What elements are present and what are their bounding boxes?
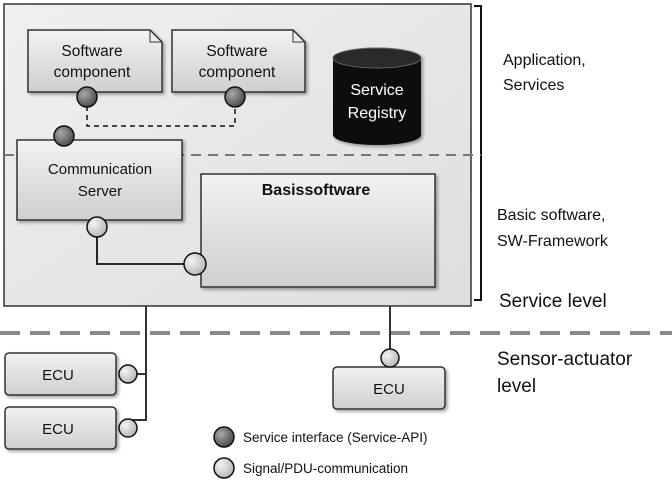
service-registry-line-2: Registry [348,105,407,122]
layer-label-application-line-1: Application, [503,52,586,69]
software-component-1-line-1: Software [61,43,122,60]
software-component-2-line-2: component [199,64,276,81]
basissoftware-box: Basissoftware [200,173,436,288]
service-registry: Service Registry [332,47,422,145]
legend-signal-pdu-label: Signal/PDU-communication [243,461,408,476]
signal-port-ecu-right [380,348,400,368]
signal-port-ecu-left-top [118,364,138,384]
service-interface-port-comm-server [53,125,75,147]
ecu-left-top: ECU [4,352,117,396]
communication-server-line-1: Communication [48,161,152,178]
layer-label-sensor-actuator-line-1: Sensor-actuator [497,349,633,370]
service-registry-line-1: Service [350,82,403,99]
layer-label-basic-software-line-1: Basic software, [497,207,605,224]
service-interface-port-sc2 [224,86,246,108]
bus-line-left [128,306,147,421]
ecu-right: ECU [332,366,446,410]
layer-label-basic-software-line-2: SW-Framework [497,233,609,250]
pdu-link-basis [96,228,195,265]
layer-label-service-level: Service level [499,291,607,312]
basissoftware-label: Basissoftware [262,182,371,199]
layer-label-sensor-actuator-line-2: level [497,376,536,397]
signal-port-comm-server [86,216,108,238]
signal-port-ecu-left-bottom [118,418,138,438]
communication-server: Communication Server [16,139,183,221]
ecu-left-bottom: ECU [4,406,117,450]
software-component-2: Software component [171,29,306,93]
signal-port-basissoftware [183,252,207,276]
ecu-left-bottom-label: ECU [42,421,74,438]
ecu-left-top-label: ECU [42,367,74,384]
communication-server-line-2: Server [78,183,122,200]
service-interface-port-sc1 [76,86,98,108]
layer-label-application-line-2: Services [503,77,564,94]
legend-signal-pdu-icon [213,457,235,479]
legend-service-interface-icon [213,426,235,448]
software-component-1-line-2: component [54,64,131,81]
layer-brace [474,5,482,301]
service-api-link [86,97,236,127]
software-component-1: Software component [27,29,163,93]
ecu-right-label: ECU [373,381,405,398]
legend-service-interface-label: Service interface (Service-API) [243,430,428,445]
legend: Service interface (Service-API) Signal/P… [213,426,428,479]
software-component-2-line-1: Software [206,43,267,60]
